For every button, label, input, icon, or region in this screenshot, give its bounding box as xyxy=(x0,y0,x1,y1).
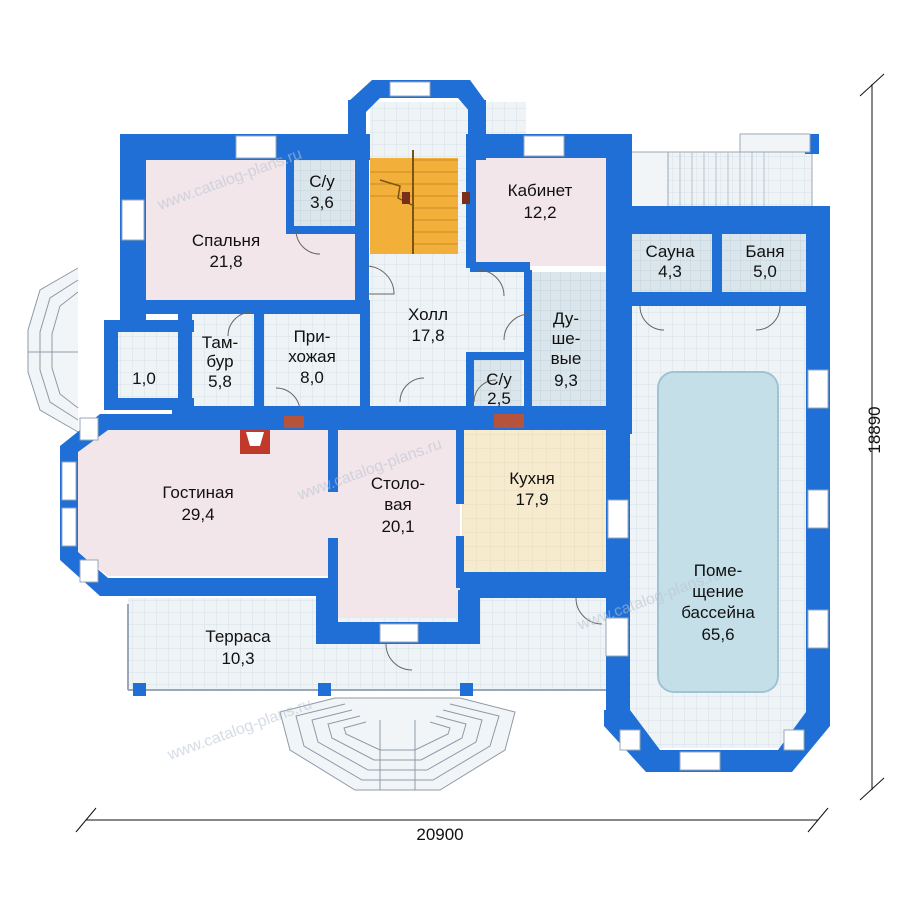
dimension-height: 18890 xyxy=(859,73,885,801)
terrace-column xyxy=(133,683,146,696)
floor-su1 xyxy=(292,160,354,230)
room-floors xyxy=(78,102,808,748)
floor-prihozhaya xyxy=(262,312,362,408)
floor-sauna xyxy=(628,232,712,294)
windows xyxy=(61,81,829,771)
floor-su2 xyxy=(474,360,522,412)
porch-steps xyxy=(279,697,516,791)
fireplace xyxy=(240,192,524,454)
dimension-width-label: 20900 xyxy=(416,825,463,844)
floor-vestibule xyxy=(118,330,180,400)
floor-kuhnya xyxy=(462,428,606,574)
floor-kabinet xyxy=(472,158,606,266)
room-label-vestibule: 1,0 xyxy=(132,369,156,388)
floor-dushevye xyxy=(530,272,606,412)
floor-gostinaya xyxy=(78,428,335,576)
terrace-column xyxy=(460,683,473,696)
west-steps xyxy=(27,267,79,433)
doors xyxy=(227,229,781,671)
floor-banya xyxy=(722,232,808,294)
staircase xyxy=(370,150,458,254)
pool-water xyxy=(657,371,779,693)
dimension-height-label: 18890 xyxy=(865,406,884,453)
dimension-width: 20900 xyxy=(75,807,829,844)
ne-platform xyxy=(629,133,819,209)
floor-tambur xyxy=(192,312,258,408)
floor-stolovaya xyxy=(335,428,460,618)
terrace-column xyxy=(318,683,331,696)
